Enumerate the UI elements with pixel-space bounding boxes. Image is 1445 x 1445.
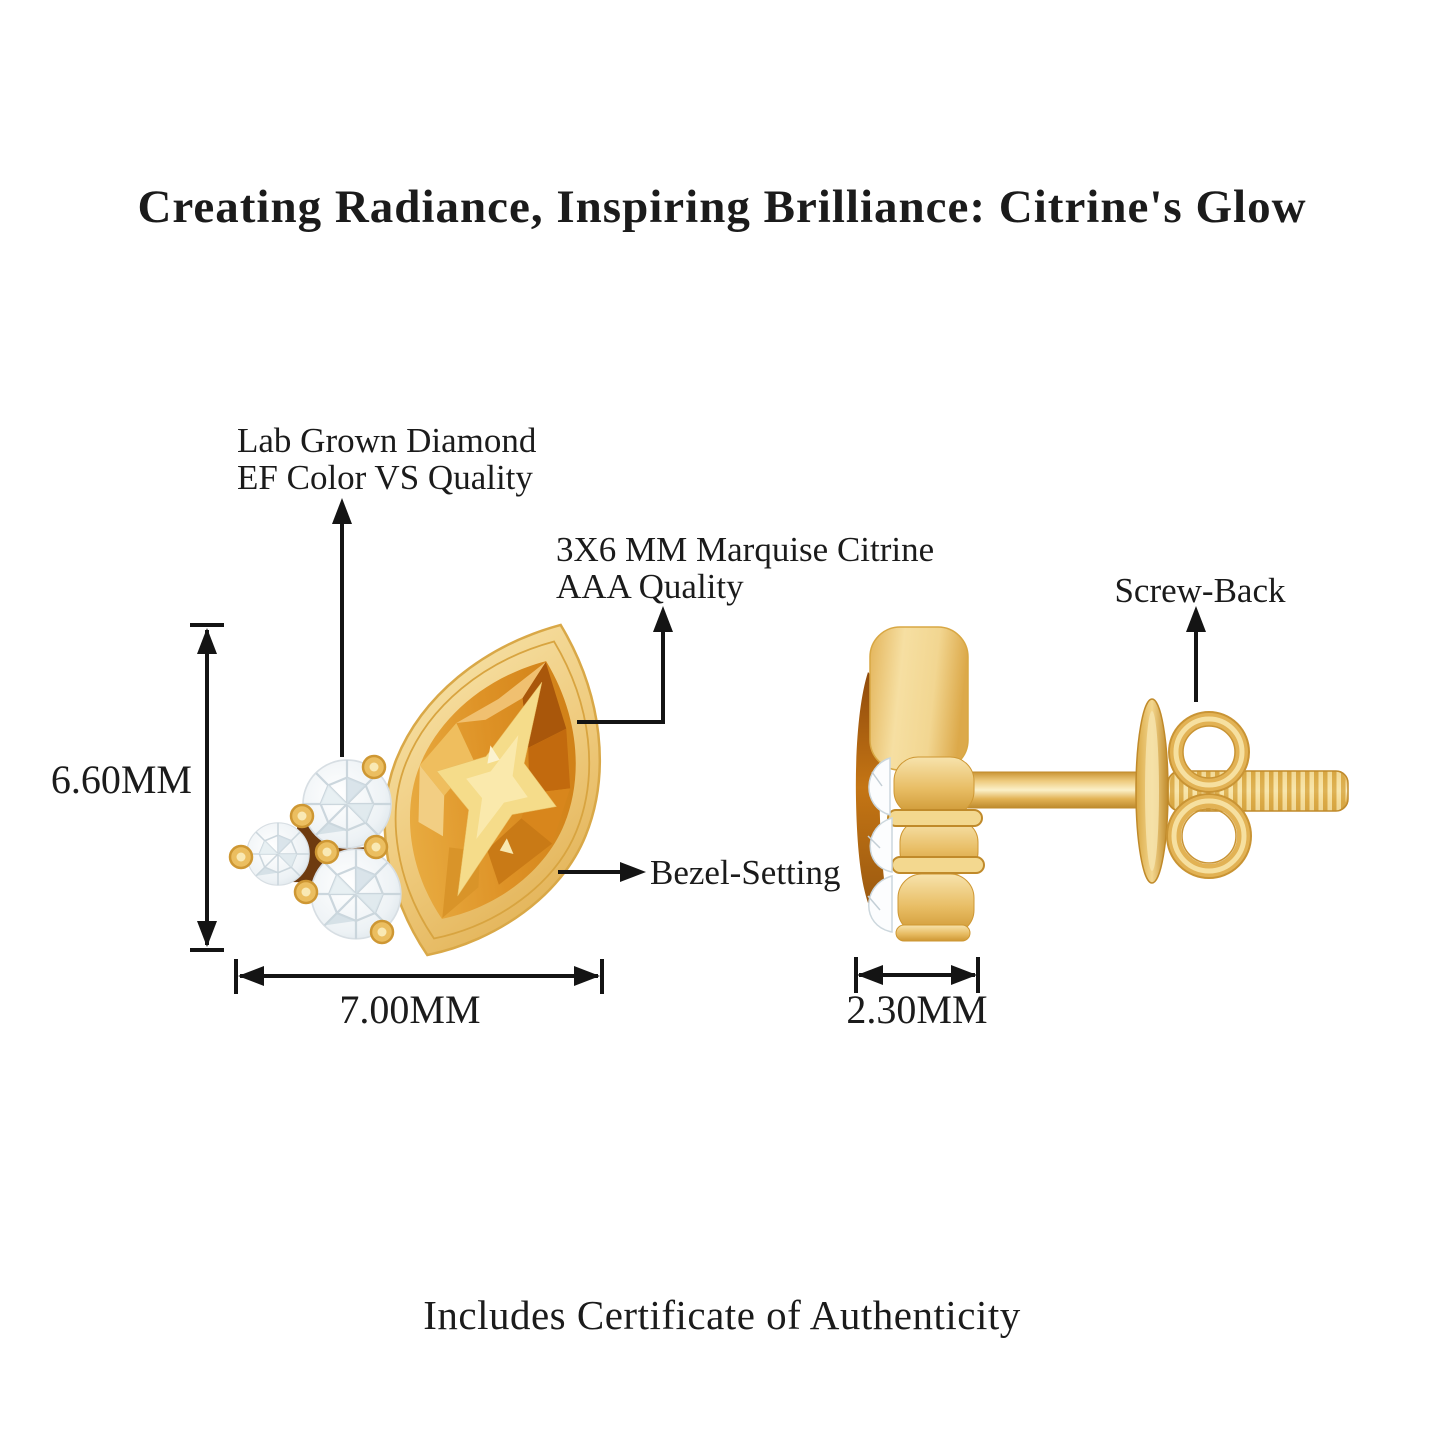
screwback-label: Screw-Back: [1114, 571, 1286, 610]
prong-rail-bottom: [891, 856, 985, 874]
certificate-note: Includes Certificate of Authenticity: [423, 1292, 1021, 1338]
citrine-label-line1: 3X6 MM Marquise Citrine: [556, 530, 934, 569]
width-dimension-label: 7.00MM: [339, 987, 480, 1032]
butterfly-back: [1166, 711, 1252, 879]
bezel-pointer-arrow: [558, 862, 646, 882]
citrine-stone: [410, 661, 576, 919]
dimension-line-height: [190, 623, 224, 952]
diamond-side-profiles: [867, 756, 893, 933]
diamond-label-line1: Lab Grown Diamond: [237, 421, 537, 460]
citrine-label-line2: AAA Quality: [556, 567, 744, 606]
stud-post: [961, 771, 1145, 809]
depth-dimension-label: 2.30MM: [846, 987, 987, 1032]
annotation-lines: [190, 498, 1206, 994]
bezel-label: Bezel-Setting: [650, 853, 841, 892]
side-view-earring: [855, 626, 1349, 942]
diamond-label-line2: EF Color VS Quality: [237, 458, 533, 497]
height-dimension-label: 6.60MM: [51, 757, 192, 802]
screwback-pointer-arrow: [1186, 606, 1206, 702]
marquise-bezel: [383, 623, 602, 957]
diamond-left: [246, 822, 310, 886]
front-view-earring: [228, 623, 602, 957]
page-title: Creating Radiance, Inspiring Brilliance:…: [137, 181, 1306, 233]
bezel-slab-side: [869, 626, 969, 771]
back-disc: [1135, 698, 1169, 884]
dimension-line-width: [234, 959, 604, 994]
prong-rail-top: [887, 809, 983, 827]
dimension-line-depth: [854, 957, 980, 993]
diamond-pointer-arrow: [332, 498, 352, 757]
citrine-pointer-arrow: [577, 606, 673, 724]
prong-tiers-side: [887, 756, 985, 942]
